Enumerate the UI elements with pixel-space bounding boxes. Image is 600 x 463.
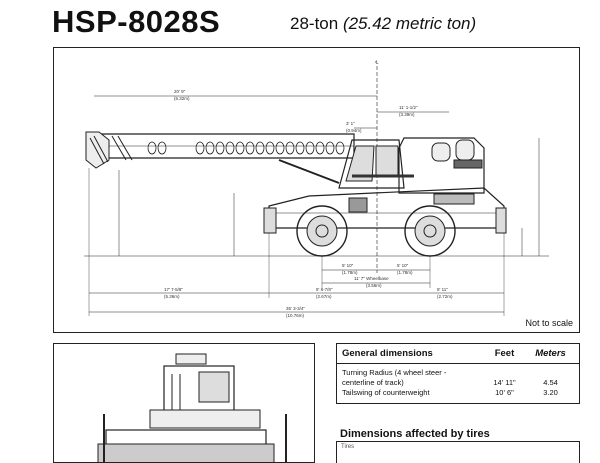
rear-view-diagram [53,343,315,463]
dim-rear-top-m: (3.39m) [399,112,415,117]
row-meters: 3.20 [543,388,558,397]
row-label: centerline of track) [342,378,404,387]
row-feet: 14' 11" [493,378,516,387]
dim-wheelbase-m: (3.56m) [366,283,382,288]
dim-axle-right-m: (1.78m) [397,270,413,275]
row-feet: 10' 6" [495,388,514,397]
dim-overall-length-m: (10.76m) [286,313,305,318]
general-dimensions-title: General dimensions [342,348,433,359]
dim-boom-overhang: 20' 9" [174,89,186,94]
tires-table-stub: Tires [336,441,580,463]
dimension-tables: General dimensions Feet Meters Turning R… [336,343,580,463]
dim-axle-right: 5' 10" [397,263,409,268]
dim-axle-left-m: (1.78m) [342,270,358,275]
dim-mid-span: 8' 8-7/8" [316,287,333,292]
general-dimensions-table: General dimensions Feet Meters Turning R… [336,343,580,404]
col-feet: Feet [494,348,515,359]
dim-cab-offset-m: (0.94m) [346,128,362,133]
capacity-subtitle: 28-ton (25.42 metric ton) [290,14,476,34]
row-meters: 4.54 [543,378,558,387]
not-to-scale-note: Not to scale [525,318,573,328]
dim-mid-span-m: (2.67m) [316,294,332,299]
tires-section-title: Dimensions affected by tires [340,428,490,440]
dim-wheelbase: 11' 7" Wheelbase [354,276,389,281]
dim-boom-overhang-m: (6.32m) [174,96,190,101]
col-meters: Meters [535,348,566,359]
row-label: Tailswing of counterweight [342,388,430,397]
dim-overall-length: 35' 3-3/4" [286,306,305,311]
general-dimensions-header: General dimensions Feet Meters [337,344,579,364]
capacity-tons: 28-ton [290,14,339,33]
centerline-label: ℄ [375,60,380,65]
dim-cab-offset: 3' 1" [346,121,355,126]
dim-rear-span-m: (2.72m) [437,294,453,299]
table-row: centerline of track) 14' 11" 4.54 [337,378,579,388]
dim-front-overhang-m: (5.36m) [164,294,180,299]
dim-front-overhang: 17' 7-5/8" [164,287,183,292]
table-row: Tailswing of counterweight 10' 6" 3.20 [337,388,579,398]
table-row: Turning Radius (4 wheel steer - [337,368,579,378]
side-view-diagram: ℄ 20' 9" (6.32m) 11' 1-1/2" (3.39m) 3' 1… [53,47,580,333]
dim-rear-top: 11' 1-1/2" [399,105,418,110]
row-label: Turning Radius (4 wheel steer - [342,368,447,377]
crane-side-drawing: ℄ 20' 9" (6.32m) 11' 1-1/2" (3.39m) 3' 1… [84,60,549,318]
dim-rear-span: 8' 11" [437,287,448,292]
crane-rear-drawing [97,353,287,462]
model-title: HSP-8028S [52,4,221,39]
capacity-metric: (25.42 metric ton) [342,14,477,33]
dim-axle-left: 5' 10" [342,263,354,268]
